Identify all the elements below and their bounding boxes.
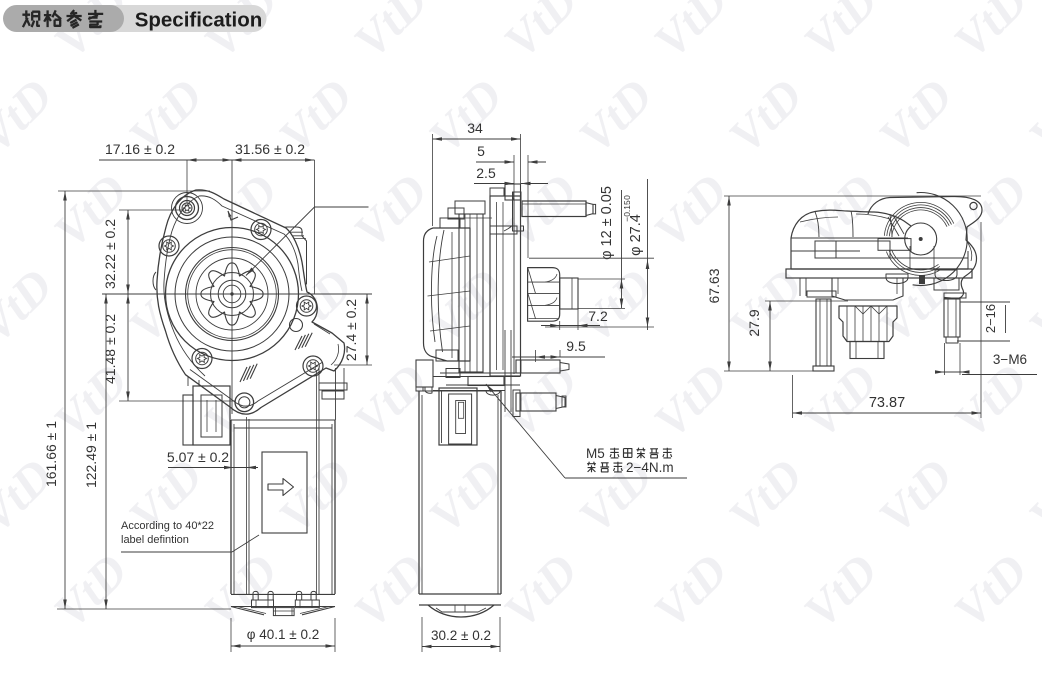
svg-text:label defintion: label defintion [121, 534, 189, 546]
svg-text:2−16: 2−16 [983, 304, 998, 333]
svg-text:31.56 ± 0.2: 31.56 ± 0.2 [235, 141, 305, 157]
svg-text:17.16 ± 0.2: 17.16 ± 0.2 [105, 141, 175, 157]
svg-text:According to 40*22: According to 40*22 [121, 520, 214, 532]
svg-text:41.48 ± 0.2: 41.48 ± 0.2 [102, 314, 118, 384]
svg-text:2−4N.m: 2−4N.m [626, 460, 674, 475]
svg-text:Specification: Specification [135, 9, 263, 32]
svg-text:34: 34 [467, 120, 483, 136]
svg-text:161.66 ± 1: 161.66 ± 1 [43, 421, 59, 487]
svg-text:3−M6: 3−M6 [993, 352, 1027, 367]
svg-text:φ 27.4: φ 27.4 [628, 214, 644, 256]
svg-text:−0.15: −0.15 [622, 200, 632, 222]
svg-text:5: 5 [477, 143, 485, 159]
svg-text:9.5: 9.5 [566, 338, 586, 354]
svg-text:φ 40.1 ± 0.2: φ 40.1 ± 0.2 [247, 627, 319, 642]
svg-text:27.4 ± 0.2: 27.4 ± 0.2 [343, 299, 359, 361]
svg-text:5.07 ± 0.2: 5.07 ± 0.2 [167, 449, 229, 465]
svg-text:7.2: 7.2 [588, 308, 608, 324]
svg-text:0: 0 [622, 195, 632, 200]
svg-text:73.87: 73.87 [869, 395, 905, 411]
svg-text:32.22 ± 0.2: 32.22 ± 0.2 [102, 219, 118, 289]
svg-text:M5: M5 [586, 446, 605, 461]
svg-text:27.9: 27.9 [746, 309, 762, 336]
svg-text:2.5: 2.5 [476, 165, 496, 181]
svg-text:30.2 ± 0.2: 30.2 ± 0.2 [431, 628, 491, 643]
svg-text:67.63: 67.63 [706, 268, 722, 303]
svg-text:122.49 ± 1: 122.49 ± 1 [83, 422, 99, 488]
svg-text:φ 12 ± 0.05: φ 12 ± 0.05 [599, 186, 615, 260]
